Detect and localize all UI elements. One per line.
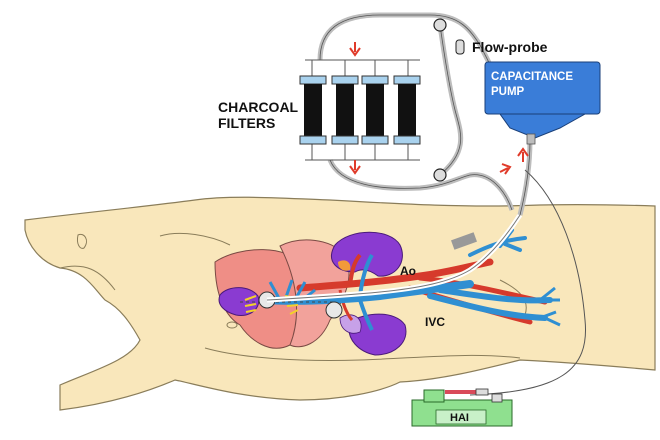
flow-arrow-top [349,42,361,57]
renal-artery [348,253,362,286]
femoral-branches [539,286,561,327]
tubing-hai [469,169,587,396]
iliac-vein-upper [437,287,553,304]
tubing-pump-in-line [439,24,462,176]
renal-artery-2 [338,289,354,321]
arm-outline [204,347,521,361]
charcoal-label-line1: CHARCOAL [218,99,299,115]
neck-outline [59,265,116,291]
ear [77,233,87,249]
junction-bottom [433,168,447,182]
iliac-vein-lower [427,293,548,321]
kidney-lower-shadow [339,314,362,334]
charcoal-filter-1 [299,75,327,145]
tubing-bottom-line [329,159,513,211]
adrenal-gland [338,260,351,271]
flow-probe-label: Flow-probe [472,39,548,55]
tubing-pump-out-line [519,139,531,216]
tubing-top [317,12,493,66]
junction-top [433,18,447,32]
ivc-label: IVC [425,315,445,329]
flow-jet-left [244,295,257,313]
balloon-right [325,301,343,319]
catheter-sheath [451,232,477,250]
hai-device [411,388,513,427]
charcoal-filter-4 [393,75,421,145]
flow-arrow-up [517,147,529,162]
kidney-lower [348,313,407,356]
charcoal-filter-2 [331,75,359,145]
charcoal-label-line2: FILTERS [218,115,275,131]
shoulder-outline [159,232,231,246]
tubing-top-line [319,14,491,66]
pump-label-line1: CAPACITANCE [491,71,573,83]
pump-label-line2: PUMP [491,86,525,98]
hepatic-veins [268,279,316,304]
flow-arrow-right [499,163,512,175]
flow-arrow-mid [349,160,361,175]
flow-probe-sensor [455,39,465,55]
capacitance-pump [484,61,601,145]
chest-mark [226,321,238,329]
charcoal-filter-3 [361,75,389,145]
hai-label: HAI [450,412,469,424]
charcoal-filter-bank [299,59,421,161]
catheter-outline [266,214,521,301]
ao-label: Ao [400,264,416,278]
